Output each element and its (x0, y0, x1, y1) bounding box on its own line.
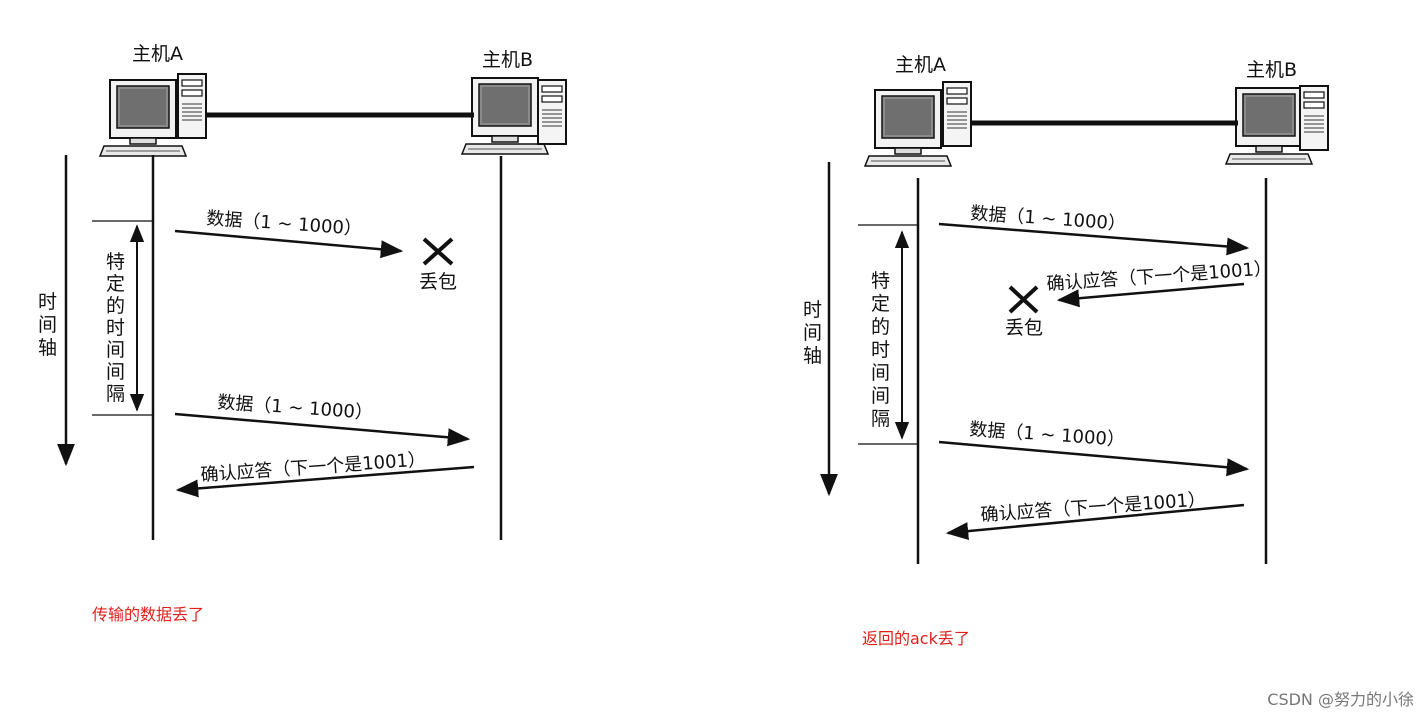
left-interval-label-7: 隔 (106, 383, 125, 405)
left-host-b-computer-icon (461, 77, 567, 155)
right-data-2-arrow (938, 440, 1250, 477)
right-host-a-label: 主机A (895, 54, 946, 76)
left-interval-label-1: 特 (106, 251, 125, 273)
right-ack-2-arrow (945, 503, 1245, 541)
left-host-a-label: 主机A (132, 43, 183, 65)
right-interval-label-1: 特 (871, 270, 890, 292)
watermark: CSDN @努力的小徐 (1267, 690, 1414, 709)
left-interval-label-2: 定 (106, 273, 125, 295)
right-interval-label-3: 的 (871, 316, 890, 338)
left-time-axis-label-3: 轴 (38, 337, 57, 359)
left-ack-arrow (175, 465, 475, 498)
left-data-1-arrow (174, 229, 404, 259)
right-diagram: 主机A 主机B 时 间 轴 特 定 的 时 间 间 隔 数据（1 ~ 1000） (803, 54, 1329, 564)
left-interval-label-5: 间 (106, 339, 125, 361)
right-interval-label-7: 隔 (871, 408, 890, 430)
left-host-b-label: 主机B (482, 49, 533, 71)
right-interval-label-6: 间 (871, 385, 890, 407)
right-data-1-arrow (938, 222, 1250, 256)
right-caption: 返回的ack丢了 (862, 629, 970, 648)
left-time-axis-label-1: 时 (38, 291, 57, 313)
right-interval-label-2: 定 (871, 293, 890, 315)
left-loss-label: 丢包 (419, 271, 457, 293)
right-loss-label: 丢包 (1005, 317, 1043, 339)
right-interval-label-5: 间 (871, 362, 890, 384)
left-host-a-computer-icon (99, 73, 207, 157)
right-interval-label-4: 时 (871, 339, 890, 361)
right-time-axis-label-1: 时 (803, 299, 822, 321)
right-loss-x-icon (1008, 285, 1039, 314)
right-ack-1-arrow (1056, 282, 1245, 308)
right-time-axis-label-3: 轴 (803, 345, 822, 367)
left-time-axis-label-2: 间 (38, 314, 57, 336)
right-host-a-computer-icon (864, 81, 972, 167)
right-data-1-label: 数据（1 ~ 1000） (970, 203, 1127, 235)
left-data-2-arrow (174, 412, 471, 447)
left-interval-label-6: 间 (106, 361, 125, 383)
right-host-b-label: 主机B (1246, 59, 1297, 81)
left-diagram: 主机A 主机B 时 间 轴 特 定 的 时 间 间 隔 数据（1 ~ 1000） (38, 43, 567, 540)
left-interval-label-4: 时 (106, 317, 125, 339)
right-time-axis-label-2: 间 (803, 322, 822, 344)
left-loss-x-icon (422, 237, 454, 266)
right-host-b-computer-icon (1225, 85, 1329, 165)
right-ack-1-label: 确认应答（下一个是1001） (1046, 258, 1273, 295)
left-caption: 传输的数据丢了 (92, 605, 205, 624)
left-interval-label-3: 的 (106, 295, 125, 317)
